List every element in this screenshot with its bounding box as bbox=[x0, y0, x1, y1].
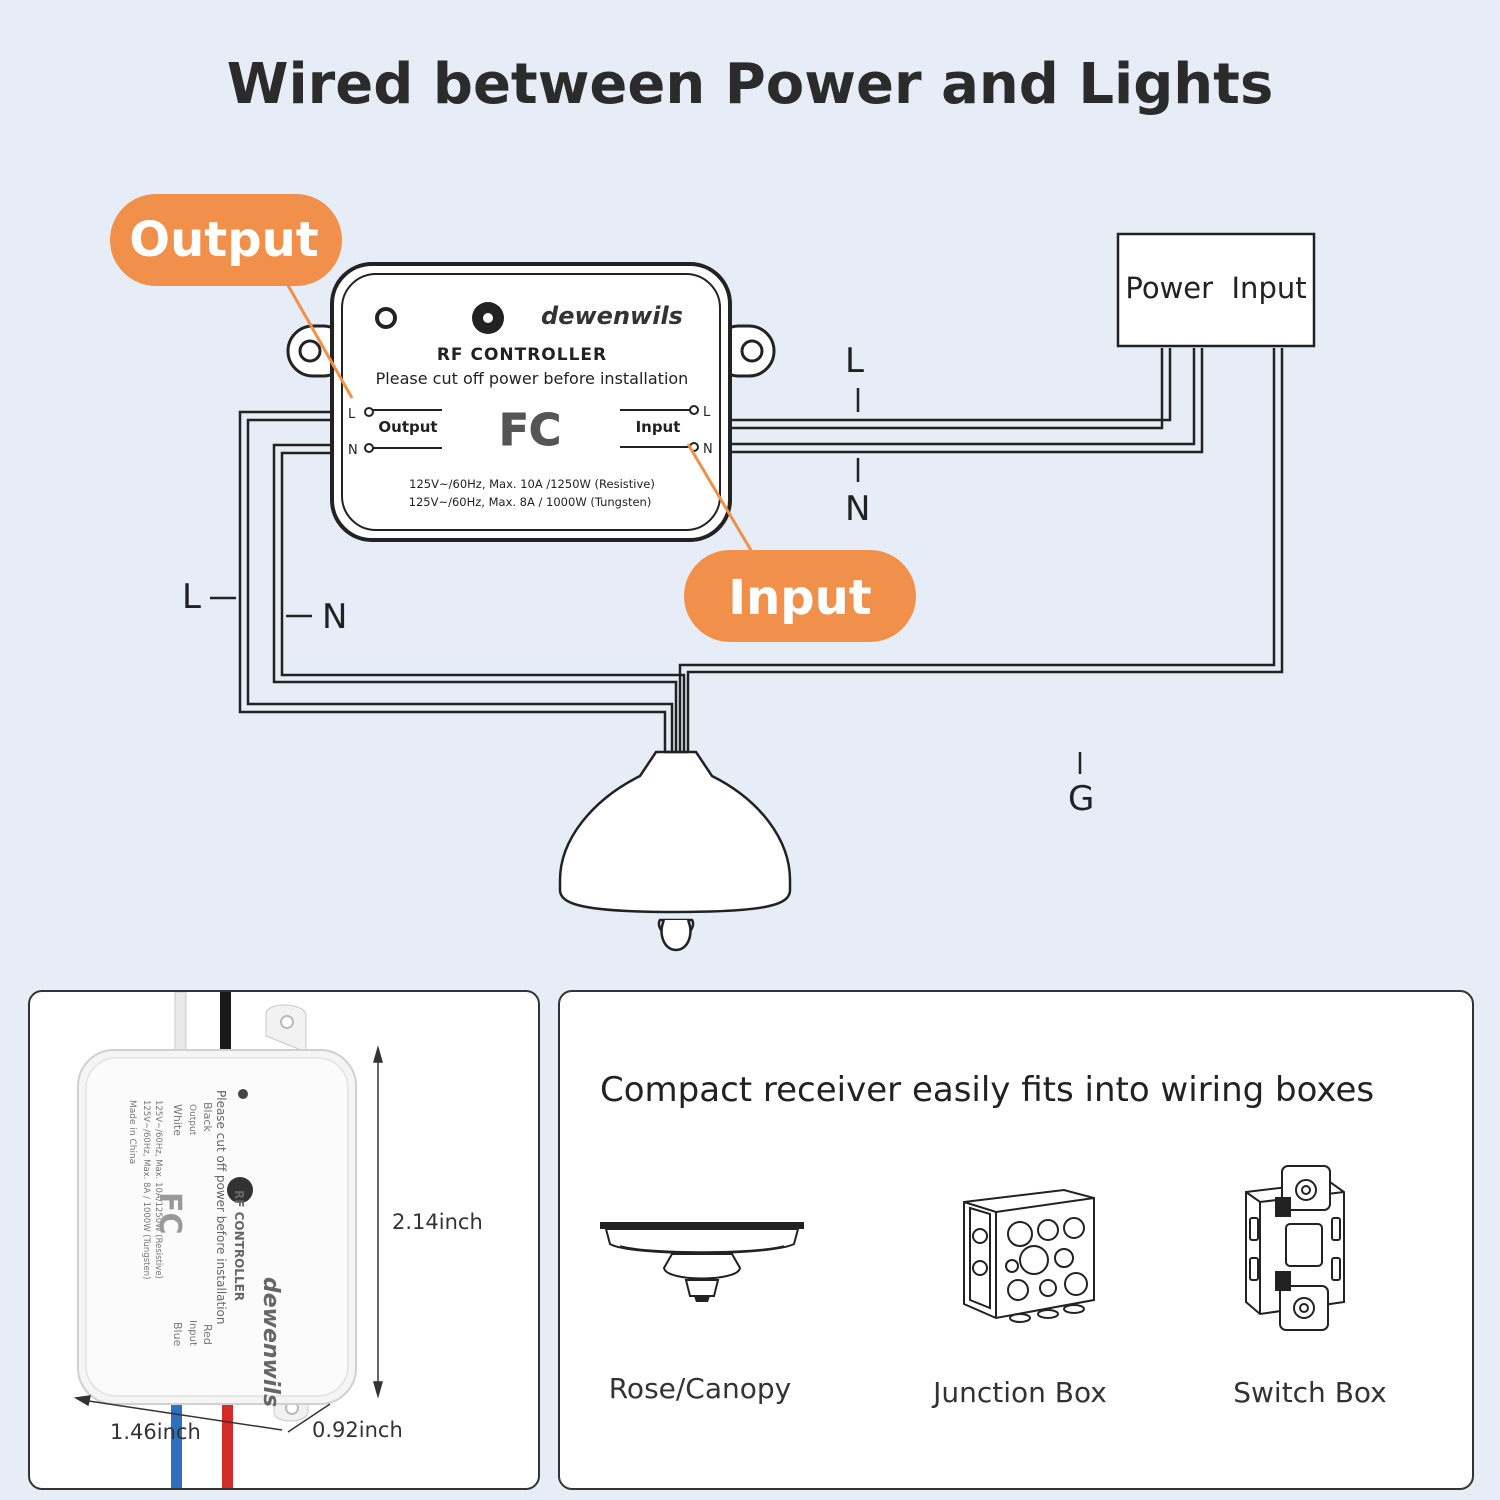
photo-warning: Please cut off power before installation bbox=[214, 1090, 228, 1325]
photo-rating-resistive: 125V~/60Hz, Max. 10A/1250W (Resistive) bbox=[153, 1100, 163, 1279]
output-terminal-n: N bbox=[348, 443, 358, 458]
controller-brand: dewenwils bbox=[541, 302, 683, 330]
junction-box-icon bbox=[963, 1188, 1095, 1323]
wire-label-n-input: N bbox=[845, 489, 870, 529]
ceiling-lamp-icon bbox=[558, 750, 792, 952]
device-photo: dewenwils RF CONTROLLER Please cut off p… bbox=[73, 992, 383, 1488]
compact-heading: Compact receiver easily fits into wiring… bbox=[600, 1070, 1375, 1110]
rating-resistive: 125V~/60Hz, Max. 10A /1250W (Resistive) bbox=[409, 477, 655, 491]
photo-rating-tungsten: 125V~/60Hz, Max. 8A / 1000W (Tungsten) bbox=[141, 1100, 151, 1279]
output-wires bbox=[238, 410, 686, 752]
switch-box-icon bbox=[1245, 1165, 1345, 1331]
photo-input: Input bbox=[187, 1320, 198, 1346]
output-callout: Output bbox=[110, 194, 342, 286]
wiring-diagram: L N L N G Power Input dewenwils RF CONTR… bbox=[110, 194, 1316, 952]
photo-brand: dewenwils bbox=[258, 1277, 283, 1407]
rating-tungsten: 125V~/60Hz, Max. 8A / 1000W (Tungsten) bbox=[409, 495, 652, 509]
input-neutral-wire-outer bbox=[730, 348, 1204, 454]
input-terminal-l: L bbox=[703, 405, 711, 420]
controller-warning: Please cut off power before installation bbox=[376, 369, 689, 388]
box-label-rose-canopy: Rose/Canopy bbox=[608, 1372, 792, 1405]
ground-wire bbox=[678, 348, 1284, 752]
photo-red: Red bbox=[201, 1324, 214, 1345]
led-indicator-icon bbox=[375, 307, 397, 329]
input-callout: Input bbox=[684, 550, 916, 642]
rf-controller-module: dewenwils RF CONTROLLER Please cut off p… bbox=[286, 262, 776, 542]
photo-fcc-icon: FC bbox=[152, 1192, 187, 1235]
device-dimensions-panel: dewenwils RF CONTROLLER Please cut off p… bbox=[28, 990, 540, 1490]
photo-output: Output bbox=[187, 1104, 197, 1136]
wire-label-l-input: L bbox=[845, 341, 864, 381]
input-wires bbox=[730, 348, 1204, 454]
output-callout-label: Output bbox=[129, 212, 318, 268]
output-line-wire bbox=[238, 410, 667, 752]
photo-name: RF CONTROLLER bbox=[232, 1190, 246, 1301]
input-terminal-n: N bbox=[703, 442, 713, 457]
box-label-junction-box: Junction Box bbox=[933, 1376, 1107, 1409]
wire-label-l-output: L bbox=[182, 577, 201, 617]
output-neutral-wire bbox=[272, 443, 678, 752]
photo-white: White bbox=[171, 1104, 184, 1136]
controller-name: RF CONTROLLER bbox=[437, 345, 607, 365]
wiring-boxes-panel: Compact receiver easily fits into wiring… bbox=[558, 990, 1474, 1490]
dimension-depth: 0.92inch bbox=[312, 1418, 403, 1442]
power-input-label: Power Input bbox=[1125, 271, 1306, 305]
page-title: Wired between Power and Lights bbox=[226, 52, 1274, 117]
dimension-height: 2.14inch bbox=[392, 1210, 483, 1234]
dimension-width: 1.46inch bbox=[110, 1420, 201, 1444]
wire-label-n-output: N bbox=[322, 597, 347, 637]
wire-label-g: G bbox=[1068, 779, 1094, 819]
controller-output-label: Output bbox=[378, 418, 437, 436]
output-terminal-l: L bbox=[348, 407, 356, 422]
input-callout-label: Input bbox=[728, 570, 872, 626]
input-line-wire-inner bbox=[730, 348, 1164, 430]
input-line-wire-outer bbox=[730, 348, 1172, 422]
rose-canopy-icon bbox=[600, 1222, 804, 1302]
box-label-switch-box: Switch Box bbox=[1233, 1376, 1387, 1409]
input-neutral-wire-inner bbox=[730, 348, 1196, 446]
controller-input-label: Input bbox=[636, 418, 681, 436]
photo-made-in: Made in China bbox=[127, 1100, 137, 1164]
photo-black: Black bbox=[201, 1102, 214, 1132]
photo-blue: Blue bbox=[171, 1322, 184, 1347]
fcc-logo-icon: FC bbox=[499, 405, 561, 456]
power-input-box: Power Input bbox=[1116, 232, 1316, 348]
